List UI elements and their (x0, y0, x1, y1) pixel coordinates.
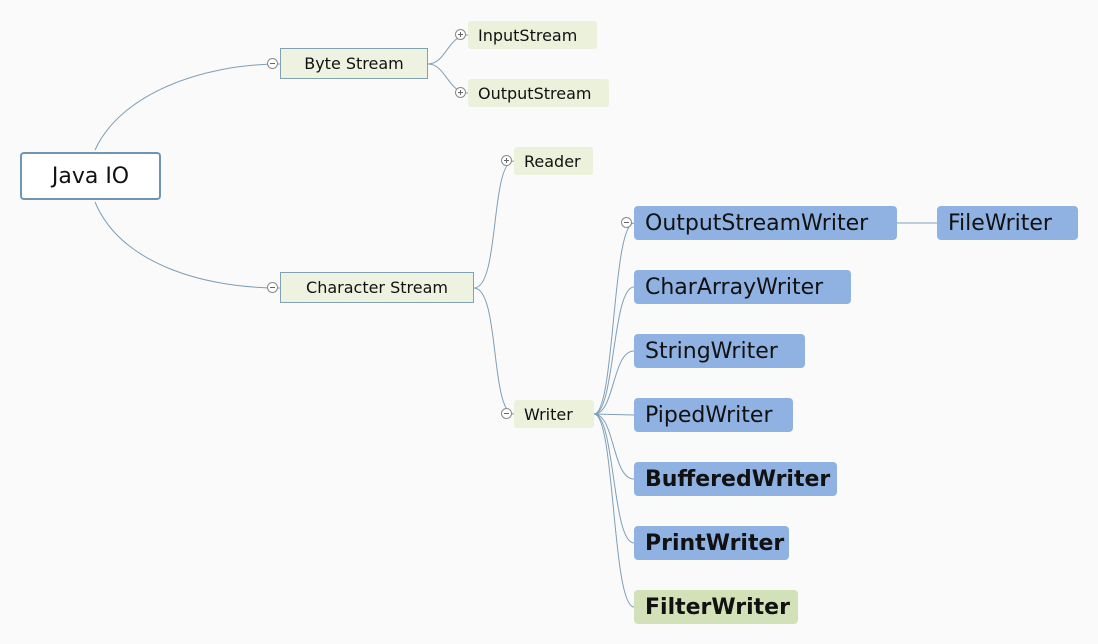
expand-toggle-icon[interactable] (501, 155, 512, 166)
collapse-toggle-icon[interactable] (267, 58, 278, 69)
link-writer-chararraywriter (593, 286, 635, 415)
expand-toggle-icon[interactable] (455, 87, 466, 98)
link-writer-stringwriter (593, 350, 635, 415)
link-writer-bufferedwriter (593, 413, 635, 480)
node-filterwriter[interactable]: FilterWriter (634, 590, 798, 624)
link-root-byte-stream (94, 63, 281, 151)
node-outputstream-label: OutputStream (478, 83, 592, 103)
link-writer-outputstreamwriter (593, 222, 635, 415)
expand-toggle-icon[interactable] (455, 29, 466, 40)
link-writer-filterwriter (593, 413, 635, 608)
node-character-stream[interactable]: Character Stream (280, 272, 474, 303)
node-character-stream-label: Character Stream (306, 278, 448, 297)
node-inputstream-label: InputStream (478, 25, 578, 45)
node-outputstream[interactable]: OutputStream (468, 79, 609, 107)
node-filterwriter-label: FilterWriter (645, 594, 790, 620)
collapse-toggle-icon[interactable] (621, 217, 632, 228)
collapse-toggle-icon[interactable] (501, 408, 512, 419)
node-outputstreamwriter[interactable]: OutputStreamWriter (634, 206, 897, 240)
node-pipedwriter[interactable]: PipedWriter (634, 398, 793, 432)
link-root-character-stream (94, 201, 281, 289)
node-printwriter-label: PrintWriter (645, 530, 785, 556)
node-reader-label: Reader (524, 151, 581, 171)
node-bufferedwriter-label: BufferedWriter (645, 466, 831, 492)
node-writer-label: Writer (524, 404, 573, 424)
node-chararraywriter-label: CharArrayWriter (645, 274, 824, 300)
node-inputstream[interactable]: InputStream (468, 21, 597, 49)
node-stringwriter-label: StringWriter (645, 338, 778, 364)
node-byte-stream-label: Byte Stream (304, 54, 404, 73)
link-writer-pipedwriter (593, 413, 635, 416)
node-filewriter[interactable]: FileWriter (937, 206, 1078, 240)
node-chararraywriter[interactable]: CharArrayWriter (634, 270, 851, 304)
node-pipedwriter-label: PipedWriter (645, 402, 773, 428)
node-writer[interactable]: Writer (514, 400, 594, 428)
collapse-toggle-icon[interactable] (267, 282, 278, 293)
node-reader[interactable]: Reader (514, 147, 593, 175)
node-printwriter[interactable]: PrintWriter (634, 526, 789, 560)
root-node-label: Java IO (51, 163, 130, 189)
link-char-writer (473, 287, 515, 415)
node-outputstreamwriter-label: OutputStreamWriter (645, 210, 869, 236)
root-node-java-io[interactable]: Java IO (20, 152, 161, 200)
node-stringwriter[interactable]: StringWriter (634, 334, 805, 368)
node-byte-stream[interactable]: Byte Stream (280, 48, 428, 79)
link-writer-printwriter (593, 413, 635, 544)
link-char-reader (473, 160, 515, 289)
node-bufferedwriter[interactable]: BufferedWriter (634, 462, 837, 496)
node-filewriter-label: FileWriter (948, 210, 1052, 236)
